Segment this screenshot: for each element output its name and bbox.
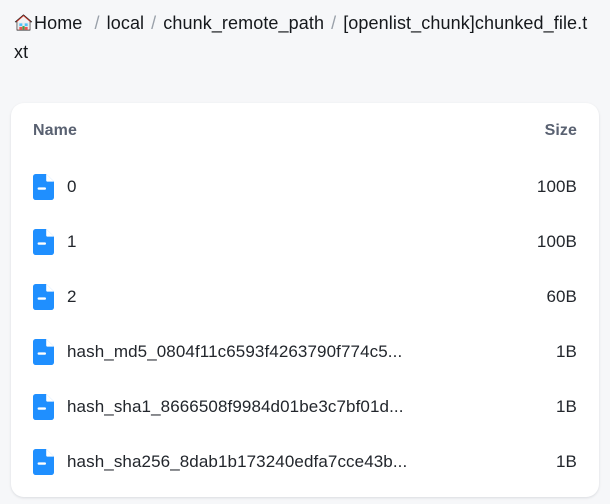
file-icon [33, 228, 54, 255]
breadcrumb-separator-1: / [94, 13, 100, 33]
file-icon [33, 393, 54, 420]
file-name-label: hash_sha1_8666508f9984d01be3c7bf01d... [67, 396, 404, 416]
breadcrumb-separator-2: / [151, 13, 157, 33]
column-header-size[interactable]: Size [544, 122, 577, 139]
breadcrumb-item-local[interactable]: local [106, 13, 145, 33]
table-body: 0 100B 1 100B 2 [11, 159, 599, 489]
table-row[interactable]: 2 60B [11, 269, 599, 324]
file-size-label: 1B [556, 396, 577, 416]
file-name-label: 2 [67, 286, 77, 306]
file-size-label: 60B [546, 286, 577, 306]
column-header-name[interactable]: Name [33, 122, 77, 139]
file-name-label: 0 [67, 176, 77, 196]
file-size-label: 100B [536, 176, 577, 196]
breadcrumb-separator-3: / [331, 13, 337, 33]
breadcrumb-item-current[interactable]: [openlist_chunk]chunked_file.txt [14, 13, 588, 62]
table-row[interactable]: hash_md5_0804f11c6593f4263790f774c5... 1… [11, 324, 599, 379]
file-name-label: hash_md5_0804f11c6593f4263790f774c5... [67, 341, 403, 361]
file-icon [33, 173, 54, 200]
file-name-cell: 1 [33, 228, 521, 255]
file-icon [33, 448, 54, 475]
home-icon [14, 13, 33, 32]
file-size-label: 100B [536, 231, 577, 251]
table-row[interactable]: 1 100B [11, 214, 599, 269]
file-name-label: hash_sha256_8dab1b173240edfa7cce43b... [67, 451, 408, 471]
breadcrumb-item-chunk-remote-path[interactable]: chunk_remote_path [163, 13, 325, 33]
file-icon [33, 283, 54, 310]
table-row[interactable]: hash_sha256_8dab1b173240edfa7cce43b... 1… [11, 434, 599, 489]
file-name-cell: hash_sha256_8dab1b173240edfa7cce43b... [33, 448, 540, 475]
file-name-cell: hash_md5_0804f11c6593f4263790f774c5... [33, 338, 540, 365]
breadcrumb-home-label: Home [34, 13, 83, 33]
file-list-card: Name Size 0 100B [11, 103, 599, 497]
file-size-label: 1B [556, 451, 577, 471]
breadcrumb: Home / local / chunk_remote_path /[openlist_… [0, 0, 610, 67]
table-row[interactable]: 0 100B [11, 159, 599, 214]
file-icon [33, 338, 54, 365]
file-name-cell: hash_sha1_8666508f9984d01be3c7bf01d... [33, 393, 540, 420]
file-name-cell: 0 [33, 173, 521, 200]
file-size-label: 1B [556, 341, 577, 361]
file-name-label: 1 [67, 231, 77, 251]
breadcrumb-item-home[interactable]: Home [14, 13, 88, 33]
file-table: Name Size 0 100B [11, 103, 599, 489]
file-name-cell: 2 [33, 283, 530, 310]
table-header-row: Name Size [11, 103, 599, 159]
table-row[interactable]: hash_sha1_8666508f9984d01be3c7bf01d... 1… [11, 379, 599, 434]
